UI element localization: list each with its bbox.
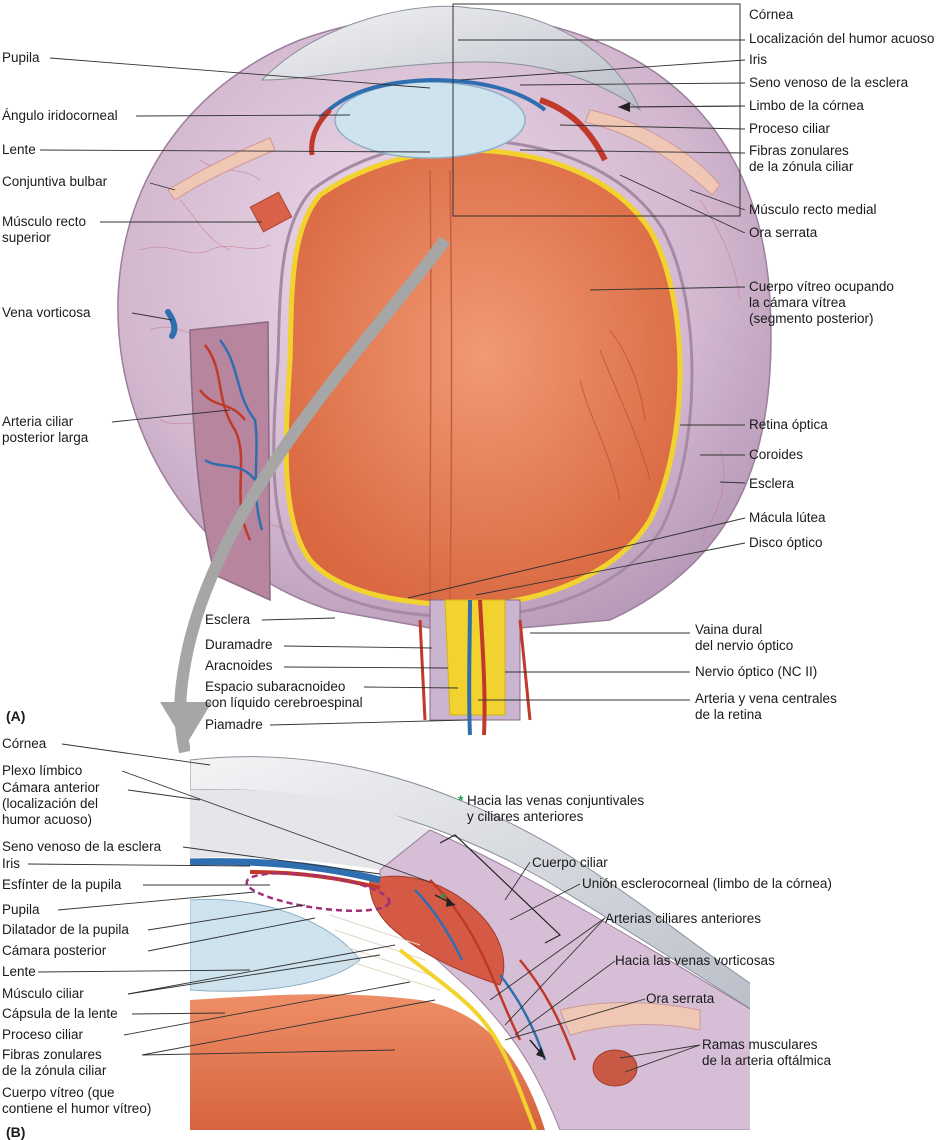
vorticose-vein bbox=[165, 309, 178, 339]
vitreous-body bbox=[286, 150, 680, 605]
label-cuerpo-ciliar: Cuerpo ciliar bbox=[532, 855, 608, 870]
label-union-esclerocorneal: Unión esclerocorneal (limbo de la córnea… bbox=[582, 876, 832, 891]
label-angulo-iridocorneal: Ángulo iridocorneal bbox=[2, 108, 118, 123]
label-arteria-ciliar-posterior: Arteria ciliar posterior larga bbox=[2, 414, 89, 445]
label-camara-posterior: Cámara posterior bbox=[2, 943, 107, 958]
label-arterias-ciliares-anteriores: Arterias ciliares anteriores bbox=[605, 911, 762, 926]
label-esfinter-pupila: Esfínter de la pupila bbox=[2, 877, 122, 892]
label-musculo-recto-medial: Músculo recto medial bbox=[749, 202, 877, 217]
label-note-venas: * Hacia las venas conjuntivales y ciliar… bbox=[458, 793, 644, 825]
label-seno-venoso-a: Seno venoso de la esclera bbox=[749, 75, 909, 90]
panel-b-drawing bbox=[190, 745, 750, 1130]
label-cuerpo-vitreo-b: Cuerpo vítreo (que contiene el humor vít… bbox=[2, 1085, 152, 1116]
conjunctiva-b bbox=[559, 1002, 701, 1036]
label-disco-optico: Disco óptico bbox=[749, 535, 823, 550]
label-limbo-cornea: Limbo de la córnea bbox=[749, 98, 864, 113]
label-ora-serrata-b: Ora serrata bbox=[646, 991, 715, 1006]
lens bbox=[334, 81, 526, 159]
label-humor-acuoso: Localización del humor acuoso bbox=[749, 31, 935, 46]
cornea bbox=[260, 5, 642, 112]
limbus-arrowhead bbox=[618, 102, 630, 112]
cutaway-choroid-window bbox=[189, 321, 271, 602]
note-star: * bbox=[458, 793, 464, 808]
label-esclera-a: Esclera bbox=[749, 476, 795, 491]
label-proceso-ciliar-b: Proceso ciliar bbox=[2, 1027, 84, 1042]
label-lente: Lente bbox=[2, 142, 36, 157]
label-aracnoides: Aracnoides bbox=[205, 658, 273, 673]
label-capsula-lente: Cápsula de la lente bbox=[2, 1006, 118, 1021]
panel-a-drawing bbox=[117, 3, 772, 754]
label-coroides: Coroides bbox=[749, 447, 804, 462]
label-dilatador-pupila: Dilatador de la pupila bbox=[2, 922, 129, 937]
label-lente-b: Lente bbox=[2, 964, 36, 979]
label-iris-a: Iris bbox=[749, 52, 767, 67]
bulbar-conjunctiva bbox=[167, 137, 276, 201]
label-proceso-ciliar-a: Proceso ciliar bbox=[749, 121, 831, 136]
label-espacio-subaracnoideo: Espacio subaracnoideo con líquido cerebr… bbox=[205, 679, 363, 710]
retinal-vessels bbox=[579, 329, 651, 501]
magnified-region-box bbox=[452, 3, 741, 217]
label-esclera-bottom: Esclera bbox=[205, 612, 251, 627]
label-camara-anterior: Cámara anterior (localización del humor … bbox=[2, 780, 100, 827]
label-musculo-recto-superior: Músculo recto superior bbox=[2, 214, 87, 245]
rectus-muscle-b bbox=[592, 1049, 638, 1087]
label-cornea-a: Córnea bbox=[749, 7, 794, 22]
iris bbox=[318, 77, 547, 120]
label-plexo-limbico: Plexo límbico bbox=[2, 763, 83, 778]
zoom-arrow-head bbox=[160, 702, 212, 745]
optic-retina-band bbox=[283, 147, 683, 608]
hyaloid-canal bbox=[429, 169, 453, 601]
ciliary-bracket bbox=[439, 834, 562, 944]
note-star-marker: * bbox=[440, 890, 446, 906]
leader-lines bbox=[27, 39, 746, 1073]
label-conjuntiva-bulbar: Conjuntiva bulbar bbox=[2, 174, 108, 189]
iris-b bbox=[190, 858, 381, 884]
label-vaina-dural: Vaina dural del nervio óptico bbox=[695, 622, 794, 653]
label-iris-b: Iris bbox=[2, 856, 20, 871]
label-piamadre: Piamadre bbox=[205, 717, 263, 732]
label-pupila: Pupila bbox=[2, 50, 40, 65]
label-cornea-b: Córnea bbox=[2, 736, 47, 751]
label-vena-vorticosa: Vena vorticosa bbox=[2, 305, 91, 320]
label-seno-venoso-b: Seno venoso de la esclera bbox=[2, 839, 162, 854]
retina-b bbox=[398, 948, 537, 1130]
choroid-layer bbox=[272, 138, 694, 619]
label-fibras-zonulares-a: Fibras zonulares de la zónula ciliar bbox=[749, 143, 854, 174]
anterior-chamber bbox=[190, 789, 430, 870]
label-fibras-zonulares-b: Fibras zonulares de la zónula ciliar bbox=[2, 1047, 107, 1078]
panel-b-marker: (B) bbox=[6, 1124, 26, 1140]
vitreous-body-b bbox=[190, 994, 545, 1130]
label-arteria-vena-centrales: Arteria y vena centrales de la retina bbox=[695, 691, 837, 722]
label-ora-serrata-a: Ora serrata bbox=[749, 225, 818, 240]
label-musculo-ciliar: Músculo ciliar bbox=[2, 986, 84, 1001]
lens-b bbox=[190, 898, 361, 992]
label-retina-optica: Retina óptica bbox=[749, 417, 828, 432]
limbus-conjunctiva bbox=[584, 109, 721, 196]
label-nervio-optico: Nervio óptico (NC II) bbox=[695, 664, 818, 679]
zonular-fibers bbox=[329, 914, 441, 991]
pupil-muscles-outline bbox=[245, 872, 391, 912]
label-ramas-musculares: Ramas musculares de la arteria oftálmica bbox=[702, 1037, 832, 1068]
label-duramadre: Duramadre bbox=[205, 637, 273, 652]
label-hacia-venas-vorticosas: Hacia las venas vorticosas bbox=[615, 953, 775, 968]
label-pupila-b: Pupila bbox=[2, 902, 40, 917]
panel-a-marker: (A) bbox=[6, 708, 26, 724]
label-cuerpo-vitreo-a: Cuerpo vítreo ocupando la cámara vítrea … bbox=[749, 279, 894, 326]
note-text: Hacia las venas conjuntivales y ciliares… bbox=[467, 793, 645, 824]
label-macula-lutea: Mácula lútea bbox=[749, 510, 826, 525]
